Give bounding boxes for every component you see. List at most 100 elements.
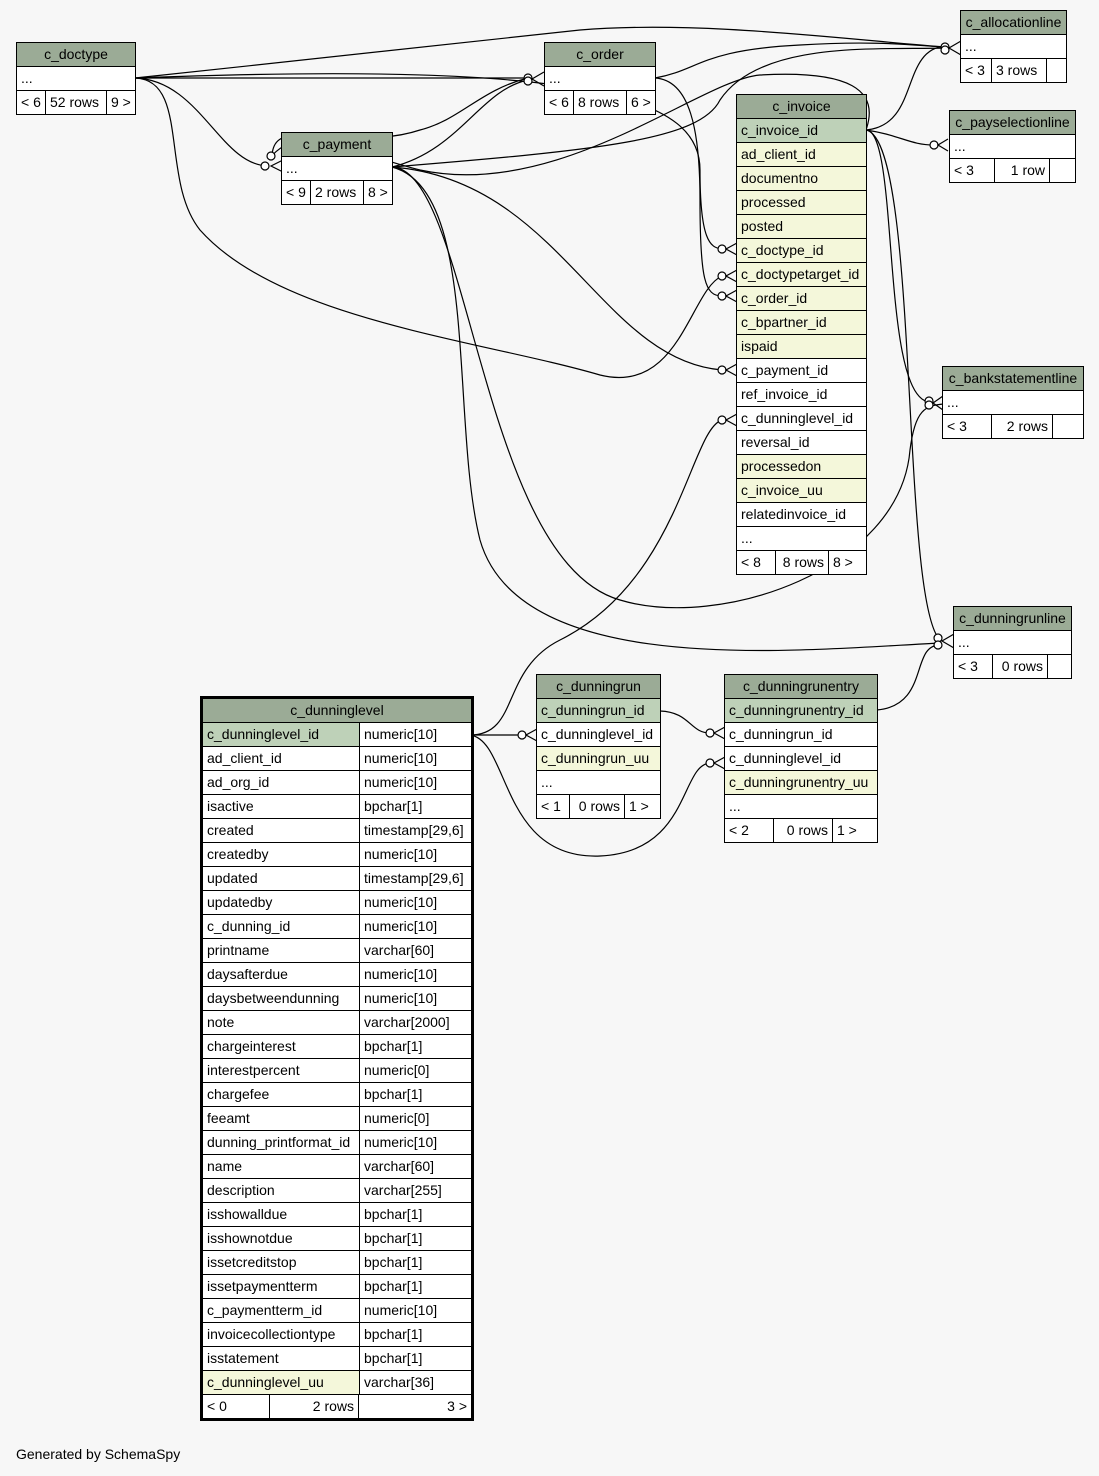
table-title: c_order [545, 43, 655, 67]
table-title: c_allocationline [961, 11, 1066, 35]
edge-payment-bankstatementline [391, 166, 946, 609]
parents-count: < 0 [203, 1395, 270, 1418]
column-type: varchar[255] [364, 1182, 442, 1198]
column-name: c_dunninglevel_id [741, 410, 854, 426]
column-name: c_dunningrun_uu [541, 750, 650, 766]
children-count [1050, 159, 1075, 182]
column-name: isactive [203, 795, 360, 818]
table-c_dunningrunentry[interactable]: c_dunningrunentry c_dunningrunentry_id c… [724, 674, 878, 843]
column-type: numeric[10] [364, 1134, 438, 1150]
table-title: c_dunningrun [537, 675, 660, 699]
column-type: numeric[0] [364, 1062, 430, 1078]
edge-payment-dunningrunline [391, 166, 941, 652]
edge-doctype-payment [134, 77, 269, 167]
column-type: varchar[36] [364, 1374, 435, 1390]
column-name: ad_client_id [741, 146, 816, 162]
column-name: isshownotdue [203, 1227, 360, 1250]
edge-payment-invoice [391, 166, 723, 371]
table-c_dunningrun[interactable]: c_dunningrun c_dunningrun_id c_dunningle… [536, 674, 661, 819]
parents-count: < 3 [950, 159, 995, 182]
row-count: 52 rows [46, 91, 107, 114]
children-count: 6 > [631, 94, 651, 110]
column-name: ... [741, 530, 753, 546]
parents-count: < 2 [725, 819, 774, 842]
column-name: dunning_printformat_id [203, 1131, 360, 1154]
children-count [1048, 655, 1071, 678]
table-c_doctype[interactable]: c_doctype ... < 6 52 rows 9 > [16, 42, 136, 115]
parents-count: < 6 [545, 91, 574, 114]
column-name: ... [729, 798, 741, 814]
table-c_bankstatementline[interactable]: c_bankstatementline ... < 3 2 rows [942, 366, 1084, 439]
row-count: 8 rows [574, 91, 627, 114]
children-count: 9 > [111, 94, 131, 110]
column-type: varchar[60] [364, 942, 435, 958]
table-c_order[interactable]: c_order ... < 6 8 rows 6 > [544, 42, 656, 115]
table-title: c_doctype [17, 43, 135, 67]
column-type: numeric[0] [364, 1110, 430, 1126]
column-name: c_dunningrunentry_id [729, 702, 864, 718]
column-name: ... [21, 70, 33, 86]
column-type: numeric[10] [364, 894, 438, 910]
row-count: 1 row [995, 159, 1050, 182]
column-name: ... [286, 160, 298, 176]
children-count [1053, 415, 1083, 438]
column-type: numeric[10] [364, 726, 438, 742]
column-name: issetcreditstop [203, 1251, 360, 1274]
edge-invoice-dunningrunline [865, 129, 941, 641]
column-type: bpchar[1] [364, 1326, 423, 1342]
row-count: 0 rows [774, 819, 833, 842]
table-title: c_payselectionline [950, 111, 1075, 135]
column-name: ad_client_id [203, 747, 360, 770]
column-type: bpchar[1] [364, 1278, 423, 1294]
column-name: ispaid [741, 338, 778, 354]
table-c_allocationline[interactable]: c_allocationline ... < 3 3 rows [960, 10, 1067, 83]
column-type: varchar[60] [364, 1158, 435, 1174]
row-count: 3 rows [992, 59, 1047, 82]
table-c_dunningrunline[interactable]: c_dunningrunline ... < 3 0 rows [953, 606, 1072, 679]
column-type: bpchar[1] [364, 798, 423, 814]
parents-count: < 1 [537, 795, 570, 818]
column-type: bpchar[1] [364, 1206, 423, 1222]
column-name: ... [549, 70, 561, 86]
edge-doctype-allocationline [134, 26, 946, 79]
table-c_payselectionline[interactable]: c_payselectionline ... < 3 1 row [949, 110, 1076, 183]
column-type: bpchar[1] [364, 1254, 423, 1270]
children-count: 8 > [833, 554, 853, 570]
column-name: processed [741, 194, 806, 210]
edge-dunningrunentry-dunningrunline [876, 644, 941, 711]
table-c_payment[interactable]: c_payment ... < 9 2 rows 8 > [281, 132, 393, 205]
column-name: c_dunningrunentry_uu [729, 774, 869, 790]
column-name: ... [947, 394, 959, 410]
column-name: processedon [741, 458, 822, 474]
column-type: numeric[10] [364, 774, 438, 790]
table-title: c_invoice [737, 95, 866, 119]
column-name: c_doctypetarget_id [741, 266, 860, 282]
row-count: 8 rows [776, 551, 829, 574]
row-count: 0 rows [570, 795, 625, 818]
table-title: c_dunningrunline [954, 607, 1071, 631]
column-name: name [203, 1155, 360, 1178]
column-name: updatedby [203, 891, 360, 914]
parents-count: < 8 [737, 551, 776, 574]
column-type: bpchar[1] [364, 1038, 423, 1054]
parents-count: < 6 [17, 91, 46, 114]
column-type: numeric[10] [364, 750, 438, 766]
table-c_invoice[interactable]: c_invoice c_invoice_id ad_client_id docu… [736, 94, 867, 575]
table-title: c_bankstatementline [943, 367, 1083, 391]
column-name: c_dunningrun_id [541, 702, 645, 718]
table-title: c_dunninglevel [203, 699, 471, 723]
